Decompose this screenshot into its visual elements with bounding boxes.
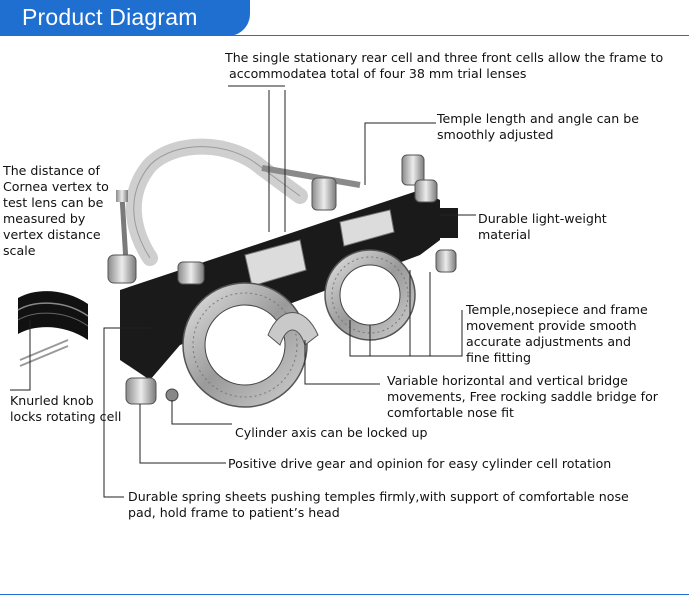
annotation-drive-gear: Positive drive gear and opinion for easy… — [228, 456, 612, 471]
left-bottom-knob — [125, 377, 157, 405]
right-temple-knob — [435, 249, 457, 273]
temple-rod — [261, 165, 361, 188]
vertex-knob — [107, 254, 137, 284]
right-arm-block — [430, 208, 458, 238]
page-title: Product Diagram — [22, 4, 198, 30]
footer-divider — [0, 594, 689, 595]
left-lens-opening — [204, 304, 286, 386]
top-left-knob — [311, 177, 337, 211]
leader-lines — [10, 85, 476, 498]
annotation-vertex-distance: The distance of Cornea vertex to test le… — [3, 163, 109, 258]
annotation-material: Durable light-weight material — [478, 211, 607, 242]
mid-knob — [177, 261, 205, 285]
spring-sheet-inset — [17, 291, 89, 367]
annotation-knurled-knob: Knurled knob locks rotating cell — [10, 393, 122, 424]
annotation-cylinder-axis: Cylinder axis can be locked up — [235, 425, 428, 440]
annotation-cells: The single stationary rear cell and thre… — [225, 50, 664, 81]
right-side-knob — [414, 179, 438, 203]
annotation-temple-length: Temple length and angle can be smoothly … — [437, 111, 639, 142]
nose-bridge — [267, 312, 319, 346]
title-tab: Product Diagram — [0, 0, 250, 36]
front-scale-plate — [339, 209, 395, 247]
annotation-temple-nosepiece: Temple,nosepiece and frame movement prov… — [466, 302, 648, 365]
right-lens-opening — [339, 264, 401, 326]
header-bar: Product Diagram — [0, 0, 689, 38]
top-right-knob — [401, 154, 425, 186]
vertex-knob-top — [116, 190, 128, 202]
vertex-stem — [119, 195, 129, 263]
axis-lock-screw — [165, 388, 179, 402]
header-divider — [0, 35, 689, 36]
annotation-spring-sheets: Durable spring sheets pushing temples fi… — [128, 489, 629, 520]
annotation-bridge: Variable horizontal and vertical bridge … — [387, 373, 658, 420]
scale-plate — [244, 239, 307, 287]
temple-arm-edge — [133, 146, 301, 259]
